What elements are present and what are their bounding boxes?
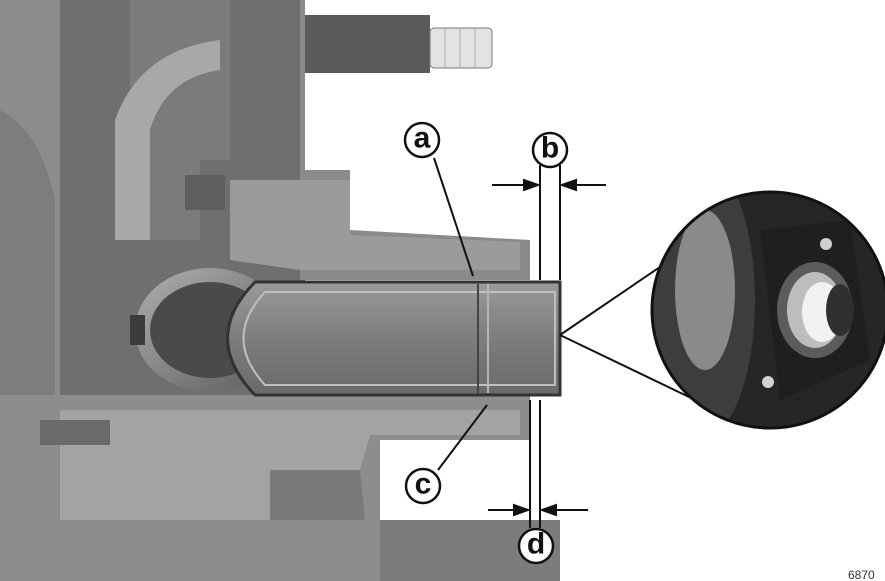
callout-d-label: d (527, 528, 545, 561)
detail-inset (650, 190, 885, 430)
callout-b: b (531, 132, 569, 169)
dimension-b (492, 165, 606, 280)
callout-b-label: b (541, 132, 559, 165)
housing (0, 0, 560, 581)
figure-number: 6870 (848, 568, 875, 581)
callout-a: a (403, 122, 441, 159)
callout-a-label: a (414, 122, 431, 155)
callout-c: c (404, 468, 442, 505)
callout-d: d (517, 528, 555, 565)
dimension-d (488, 400, 588, 528)
bolt (305, 15, 493, 73)
callout-c-label: c (415, 468, 432, 501)
tube (226, 280, 562, 397)
